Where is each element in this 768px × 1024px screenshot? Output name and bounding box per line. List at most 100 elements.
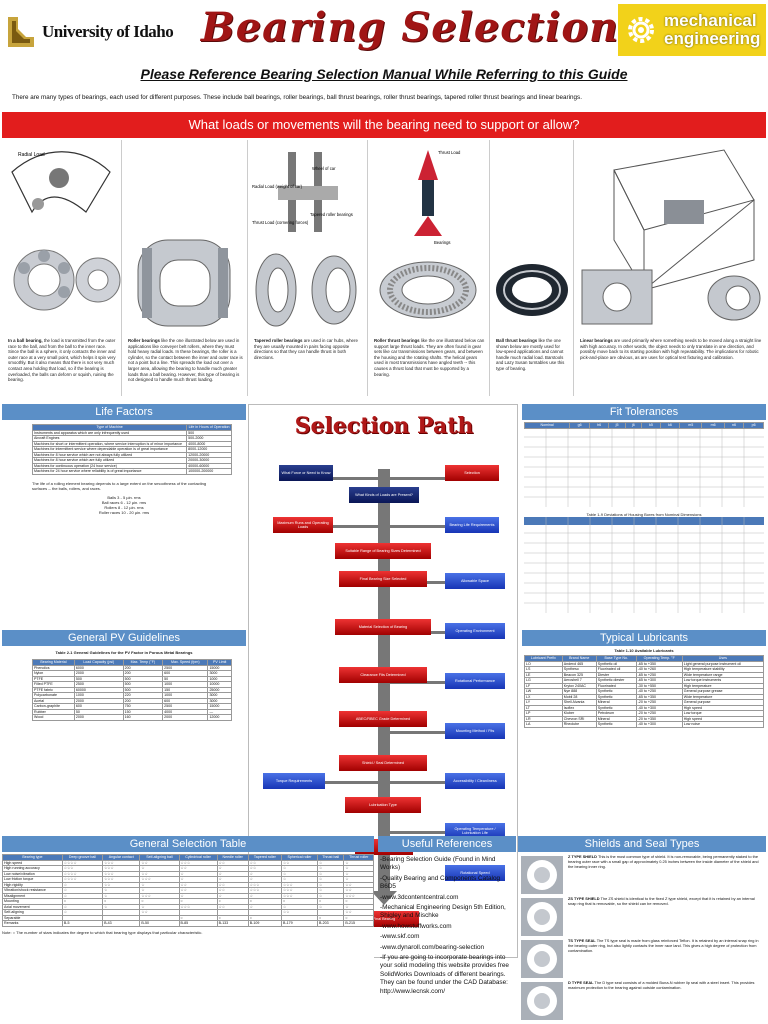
references-header: Useful References <box>378 836 516 852</box>
list-item[interactable]: -Bearing Selection Guide (Found in Mind … <box>380 856 496 872</box>
lubricants-header: Typical Lubricants <box>522 630 766 646</box>
roller-bearing-illustration <box>137 239 231 327</box>
fit-tolerances-header: Fit Tolerances <box>522 404 766 420</box>
shield-zs: ZS TYPE SHIELD The ZS shield is identica… <box>518 896 766 938</box>
roller-bearing-column: Roller bearings like the one illustrated… <box>122 140 248 396</box>
path-selection: Selection <box>445 465 499 481</box>
page-title: Bearing Selection <box>200 4 620 51</box>
path-accessibility: Accessibility / Cleanliness <box>445 773 505 789</box>
life-col-machine: Type of Machine <box>31 424 188 431</box>
university-of-idaho-logo: University of Idaho <box>4 12 204 52</box>
pv-guidelines-header: General PV Guidelines <box>2 630 246 646</box>
uid-wordmark: University of Idaho <box>42 22 174 41</box>
radial-load-label: Radial Load <box>18 152 45 158</box>
path-what-kind: What Kinds of Loads are Present? <box>349 487 419 503</box>
roller-thrust-description: Roller thrust bearings like the one illu… <box>374 338 485 377</box>
shaft-fit-grid <box>524 428 764 507</box>
ball-bearing-column: Radial Load In a ball bearing, the load … <box>2 140 122 396</box>
linear-bearing-illustration <box>581 149 761 325</box>
page-header: University of Idaho Bearing Selection me… <box>0 0 768 62</box>
table-row: High speed☆☆☆☆☆☆☆☆☆☆☆☆☆☆☆☆☆☆☆☆ <box>2 859 374 866</box>
path-mount: Mounting Method / Fits <box>445 723 505 739</box>
bearing-types-band: Radial Load In a ball bearing, the load … <box>2 140 766 396</box>
roller-thrust-column: Thrust Load Bearings Roller thrust beari… <box>368 140 490 396</box>
ball-thrust-illustration <box>496 264 568 316</box>
path-bearing-life: Bearing Life Requirements <box>445 517 499 533</box>
tapered-bearing-illustration: Radial Load (weight of car) Thrust Load … <box>252 152 357 327</box>
ball-thrust-column: Ball thrust bearings like the one shown … <box>490 140 574 396</box>
references-list: -Bearing Selection Guide (Found in Mind … <box>380 856 514 1024</box>
path-op-temp: Operating Temperature / Lubrication Life <box>445 823 505 839</box>
pv-guidelines-panel: Table 2-1 General Guidelines for the PV … <box>4 650 244 828</box>
seal-d: D TYPE SEAL The D type seal consists of … <box>518 980 766 1022</box>
life-factors-panel: Type of Machine Life in Hours of Operati… <box>4 424 244 624</box>
gear-icon <box>628 17 654 43</box>
reference-subtitle: Please Reference Bearing Selection Manua… <box>140 66 628 82</box>
tapered-bearing-column: Radial Load (weight of car) Thrust Load … <box>248 140 368 396</box>
table-row: Machines for 8 hour service which are fu… <box>31 457 232 464</box>
loads-question-banner: What loads or movements will the bearing… <box>2 112 766 138</box>
path-torque: Torque Requirements <box>263 773 325 789</box>
life-factors-header: Life Factors <box>2 404 246 420</box>
path-shield: Shield / Seal Determined <box>339 755 427 771</box>
surface-finish-list: Balls 3 - 5 µin. rms Ball races 6 - 12 µ… <box>98 494 150 515</box>
housing-fit-grid <box>524 516 764 613</box>
pv-table: Bearing Material Load Capacity (psi) Max… <box>32 659 232 721</box>
table-row: Machines for continuous operation (24 ho… <box>31 462 232 469</box>
intro-paragraph: There are many types of bearings, each u… <box>12 94 582 101</box>
path-lubrication: Lubrication Type <box>345 797 421 813</box>
table-row: Low friction torque☆☆☆☆☆☆☆☆☆☆☆☆☆☆☆☆ <box>2 876 374 883</box>
path-clearance: Clearance Fits Determined <box>339 667 427 683</box>
thrust-load-label: Thrust Load <box>438 150 461 155</box>
shield-z: Z TYPE SHIELD This is the most common ty… <box>518 854 766 896</box>
me-wordmark: mechanical engineering <box>664 11 761 48</box>
wheel-label: Wheel of car <box>312 166 336 171</box>
path-rot-speed: Rotational Speed <box>445 865 505 881</box>
path-max-runs: Maximum Runs and Operating Loads <box>273 517 333 533</box>
pv-caption: Table 2-1 General Guidelines for the PV … <box>55 650 193 655</box>
list-item[interactable]: -www.dynaroll.com/bearing-selection <box>380 943 485 951</box>
list-item[interactable]: -www.3dcontentcentral.com <box>380 893 459 901</box>
zs-shield-icon <box>521 898 563 936</box>
table-row: Machines for 8 hour service which are no… <box>31 451 232 458</box>
path-material: Material Selection of Bearing <box>335 619 431 635</box>
ball-bearing-illustration: Radial Load <box>11 151 121 311</box>
bearings-label: Bearings <box>434 240 451 245</box>
d-seal-icon <box>521 982 563 1020</box>
table-row: Machines for 24 hour service where relia… <box>31 468 232 475</box>
ts-seal-icon <box>521 940 563 978</box>
list-item[interactable]: -If you are going to incorporate bearing… <box>380 954 509 995</box>
life-factors-table: Type of Machine Life in Hours of Operati… <box>31 424 232 475</box>
life-note: The life of a rolling element bearing de… <box>32 480 207 491</box>
list-item[interactable]: -www.howstuffworks.com <box>380 922 452 930</box>
list-item[interactable]: -Mechanical Engineering Design 5th Editi… <box>380 904 506 920</box>
linear-bearing-column: Linear bearings are used primarily where… <box>574 140 766 396</box>
idaho-state-icon <box>8 17 34 47</box>
table-row: Mounting○○○○○○○○○ <box>2 898 374 905</box>
z-shield-icon <box>521 856 563 894</box>
tapered-bearing-description: Tapered roller bearings are used in car … <box>254 338 358 360</box>
roller-bearing-description: Roller bearings like the one illustrated… <box>128 338 243 383</box>
list-item[interactable]: -Quality Bearing and Components Catalog … <box>380 874 501 891</box>
lubricant-caption: Table 1-10 Available Lubricants <box>614 648 674 653</box>
list-item[interactable]: -www.skf.com <box>380 933 420 941</box>
tapered-roller-label: Tapered roller bearings <box>310 212 353 217</box>
path-final-size: Final Bearing Size Selected <box>339 571 427 587</box>
general-table-note: Note: ○ The number of stars indicates th… <box>2 929 203 935</box>
path-rot-perf: Rotational Performance <box>445 673 505 689</box>
table-row: Machines for intermittent service where … <box>31 446 232 453</box>
roller-thrust-illustration: Thrust Load Bearings <box>379 150 477 319</box>
lubricants-panel: Table 1-10 Available Lubricants Lubrican… <box>524 648 765 830</box>
weight-load-label: Radial Load (weight of car) <box>252 184 303 189</box>
seal-ts: TS TYPE SEAL The TS type seal is made fr… <box>518 938 766 980</box>
table-row: Instruments and apparatus which are only… <box>31 429 232 436</box>
